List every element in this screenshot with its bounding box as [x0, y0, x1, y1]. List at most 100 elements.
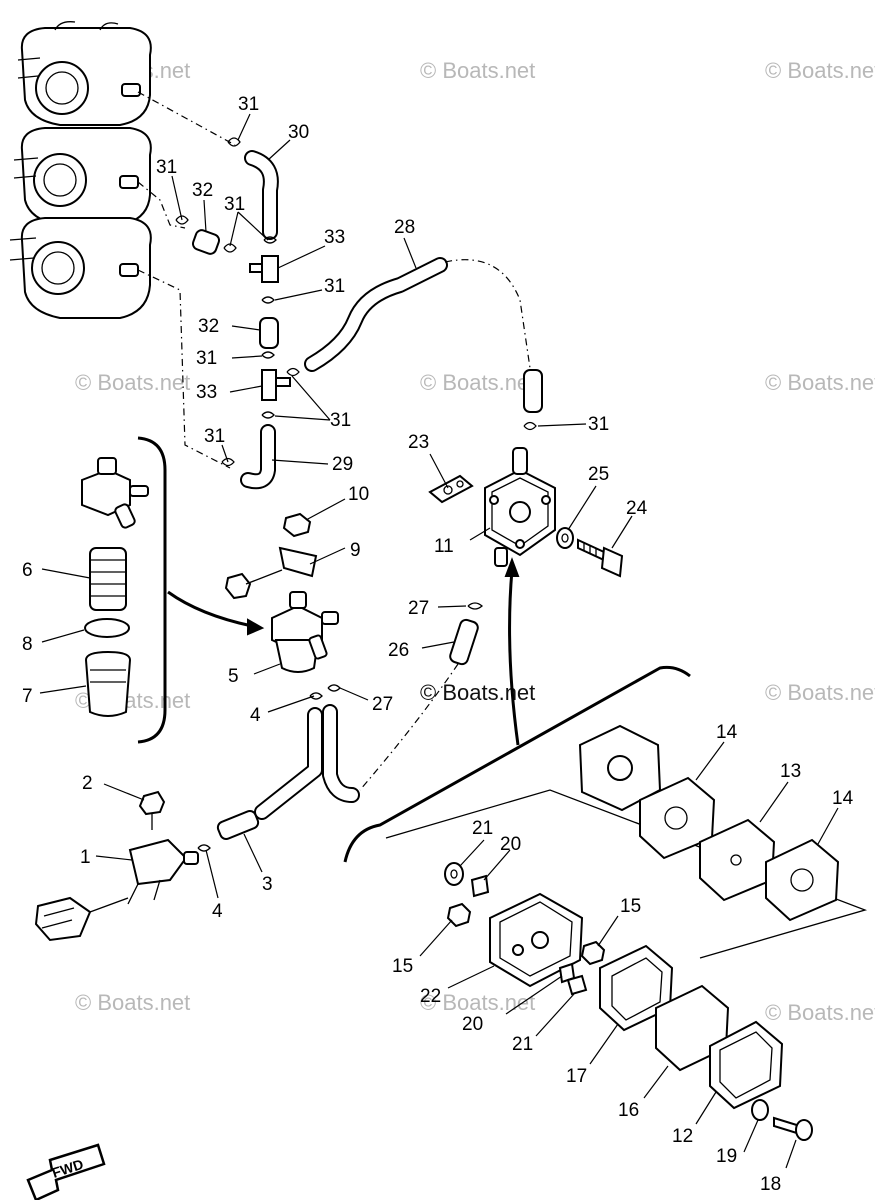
- callout-15: 15: [620, 896, 641, 917]
- callout-32: 32: [198, 316, 219, 337]
- washer-19: [751, 1099, 769, 1121]
- callout-11: 11: [434, 536, 454, 557]
- callout-20: 20: [500, 834, 521, 855]
- callout-31: 31: [588, 414, 609, 435]
- leader-lines: [39, 113, 839, 1169]
- callout-16: 16: [618, 1100, 639, 1121]
- callout-6: 6: [22, 560, 33, 581]
- short-hose-32: [191, 229, 221, 255]
- gasket-23: [428, 474, 474, 504]
- callout-17: 17: [566, 1066, 587, 1087]
- hose-clip-31: [223, 243, 237, 253]
- carb-fuel-route-upper: [137, 91, 236, 146]
- watermark: © Boats.net: [75, 990, 190, 1015]
- hose-clip-31: [261, 411, 275, 419]
- callout-14: 14: [716, 722, 738, 743]
- callout-33: 33: [196, 382, 217, 403]
- callout-8: 8: [22, 634, 33, 655]
- carburetor-middle: [13, 127, 152, 226]
- o-ring-8: [84, 618, 130, 638]
- valve-20: [470, 874, 490, 898]
- washer-25: [556, 527, 574, 549]
- callout-31: 31: [204, 426, 225, 447]
- callout-1: 1: [80, 847, 91, 868]
- carb-fuel-route-lower: [137, 269, 231, 469]
- callout-27: 27: [372, 694, 393, 715]
- assembly-arrow-pump: [508, 569, 520, 746]
- callout-28: 28: [394, 217, 415, 238]
- fuel-connector: [34, 896, 129, 942]
- hose-30: [244, 150, 279, 240]
- hose-clip-31: [261, 296, 275, 304]
- callout-31: 31: [324, 276, 345, 297]
- tee-joint-33: [249, 255, 279, 283]
- hose-clip-27: [327, 684, 341, 692]
- hose-clip-31: [286, 367, 300, 377]
- hose-28: [304, 257, 448, 372]
- pump-body-22: [489, 892, 584, 988]
- callout-30: 30: [288, 122, 309, 143]
- short-hose-fuel-pump-inlet: [523, 369, 543, 413]
- hose-clip-31: [221, 457, 235, 467]
- watermark: © Boats.net: [765, 680, 875, 705]
- callout-26: 26: [388, 640, 409, 661]
- callout-9: 9: [350, 540, 361, 561]
- watermark: © Boats.net: [420, 370, 535, 395]
- callout-29: 29: [332, 454, 353, 475]
- filter-detail-bracket: [137, 436, 167, 744]
- screw-18: [773, 1116, 813, 1141]
- callout-5: 5: [228, 666, 239, 687]
- watermark: © Boats.net: [420, 58, 535, 83]
- pump-cover-12: [709, 1020, 784, 1110]
- callout-31: 31: [330, 410, 351, 431]
- callout-4: 4: [250, 705, 261, 726]
- callout-10: 10: [348, 484, 369, 505]
- watermark: © Boats.net: [765, 1000, 875, 1025]
- arrow-head: [247, 618, 265, 636]
- gasket-17: [599, 944, 674, 1032]
- callout-31: 31: [224, 194, 245, 215]
- screw-2: [138, 790, 166, 830]
- callout-4: 4: [212, 901, 223, 922]
- callout-25: 25: [588, 464, 609, 485]
- screw-21: [566, 974, 588, 996]
- callout-31: 31: [196, 348, 217, 369]
- watermark: © Boats.net: [420, 680, 535, 705]
- watermark: © Boats.net: [75, 370, 190, 395]
- filter-cup-7: [84, 650, 132, 717]
- arrow-head: [504, 557, 520, 577]
- gasket-14: [765, 838, 840, 922]
- carburetor-upper: [17, 21, 152, 126]
- tee-joint-33: [261, 369, 291, 401]
- callout-21: 21: [472, 818, 493, 839]
- callout-31: 31: [238, 94, 259, 115]
- hose-clip-4: [197, 844, 211, 852]
- filter-element-6: [89, 547, 127, 611]
- callout-20: 20: [462, 1014, 483, 1035]
- hose-clip-31: [261, 351, 275, 359]
- callout-14: 14: [832, 788, 854, 809]
- callout-2: 2: [82, 773, 93, 794]
- filter-bracket-9: [278, 546, 318, 578]
- filter-bolt: [224, 569, 283, 600]
- callout-27: 27: [408, 598, 429, 619]
- carburetor-lower: [9, 217, 152, 319]
- callout-32: 32: [192, 180, 213, 201]
- watermark: © Boats.net: [765, 58, 875, 83]
- callout-12: 12: [672, 1126, 693, 1147]
- callout-22: 22: [420, 986, 441, 1007]
- fwd-direction-indicator: FWD: [26, 1143, 106, 1200]
- hose-clip-4: [309, 692, 323, 700]
- callout-13: 13: [780, 761, 801, 782]
- callout-21: 21: [512, 1034, 533, 1055]
- kit-section-boundary: [343, 665, 691, 863]
- watermarks: © Boats.net © Boats.net © Boats.net © Bo…: [75, 58, 875, 1025]
- washer-21: [444, 862, 464, 886]
- hose-clip-27: [467, 602, 483, 610]
- callout-15: 15: [392, 956, 413, 977]
- hose-clip-31: [523, 421, 537, 431]
- carburetor-assembly: [9, 21, 152, 319]
- hose-3: [254, 704, 360, 820]
- callout-3: 3: [262, 874, 273, 895]
